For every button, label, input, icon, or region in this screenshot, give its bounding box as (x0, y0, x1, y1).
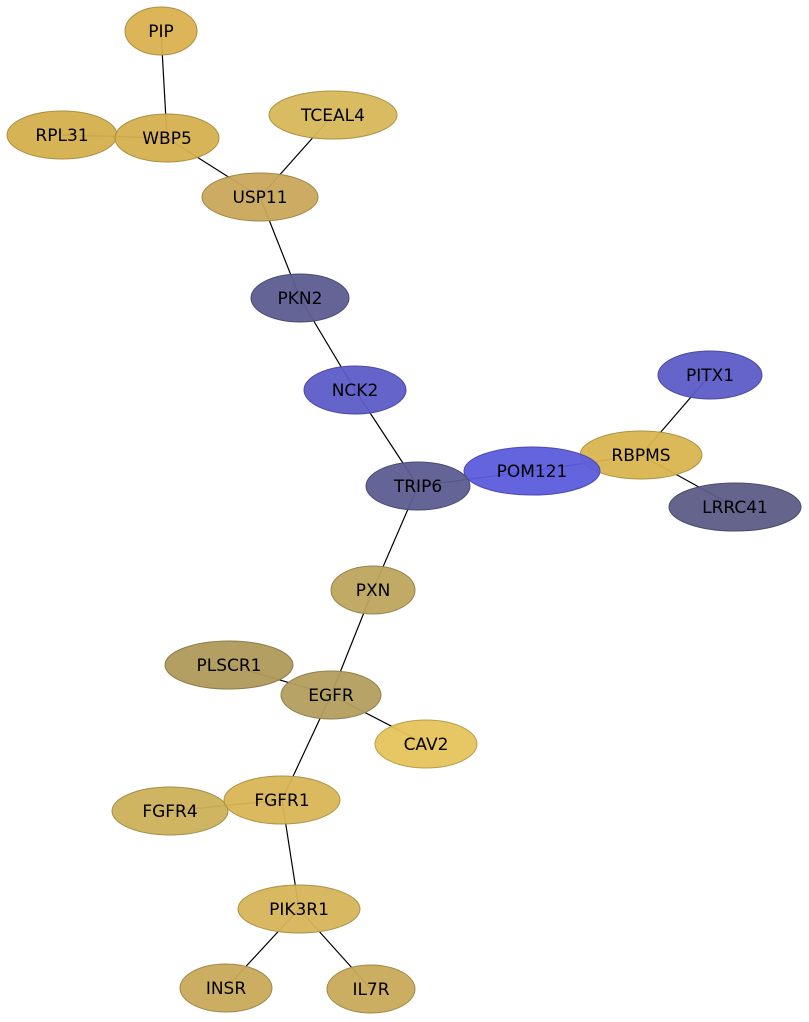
node-rpl31[interactable]: RPL31 (6, 110, 118, 160)
node-shape-pkn2 (250, 273, 350, 323)
node-egfr[interactable]: EGFR (280, 670, 382, 720)
node-shape-pip (124, 6, 198, 56)
node-shape-nck2 (303, 365, 407, 415)
node-label-tceal4: TCEAL4 (300, 106, 365, 126)
node-shape-tceal4 (268, 90, 398, 140)
node-label-pip: PIP (148, 22, 174, 42)
node-shape-pitx1 (657, 350, 763, 400)
node-shape-plscr1 (164, 640, 294, 690)
node-label-pxn: PXN (356, 581, 391, 601)
node-label-fgfr4: FGFR4 (142, 802, 197, 822)
node-label-pom121: POM121 (497, 462, 568, 482)
node-label-nck2: NCK2 (332, 381, 379, 401)
node-insr[interactable]: INSR (179, 963, 273, 1013)
node-label-plscr1: PLSCR1 (196, 656, 261, 676)
node-pip[interactable]: PIP (124, 6, 198, 56)
node-label-lrrc41: LRRC41 (702, 498, 768, 518)
node-label-trip6: TRIP6 (393, 477, 442, 497)
node-lrrc41[interactable]: LRRC41 (668, 482, 802, 532)
node-label-egfr: EGFR (308, 686, 354, 706)
node-label-rpl31: RPL31 (35, 126, 88, 146)
node-cav2[interactable]: CAV2 (374, 719, 478, 769)
node-shape-lrrc41 (668, 482, 802, 532)
edges-layer (61, 30, 736, 990)
node-label-wbp5: WBP5 (142, 129, 192, 149)
node-tceal4[interactable]: TCEAL4 (268, 90, 398, 140)
node-label-cav2: CAV2 (404, 735, 449, 755)
node-pom121[interactable]: POM121 (463, 446, 601, 496)
node-trip6[interactable]: TRIP6 (365, 461, 471, 511)
node-shape-fgfr4 (111, 786, 229, 836)
node-plscr1[interactable]: PLSCR1 (164, 640, 294, 690)
node-label-pitx1: PITX1 (686, 366, 734, 386)
node-label-pkn2: PKN2 (278, 289, 323, 309)
node-shape-trip6 (365, 461, 471, 511)
node-rbpms[interactable]: RBPMS (579, 430, 703, 480)
node-shape-il7r (326, 964, 416, 1014)
node-shape-egfr (280, 670, 382, 720)
node-il7r[interactable]: IL7R (326, 964, 416, 1014)
node-usp11[interactable]: USP11 (201, 172, 319, 222)
node-fgfr4[interactable]: FGFR4 (111, 786, 229, 836)
node-fgfr1[interactable]: FGFR1 (223, 775, 341, 825)
node-pik3r1[interactable]: PIK3R1 (237, 884, 361, 934)
node-shape-pik3r1 (237, 884, 361, 934)
node-label-usp11: USP11 (232, 188, 287, 208)
node-pkn2[interactable]: PKN2 (250, 273, 350, 323)
node-shape-cav2 (374, 719, 478, 769)
node-shape-pxn (330, 565, 416, 615)
node-label-insr: INSR (206, 979, 247, 999)
node-nck2[interactable]: NCK2 (303, 365, 407, 415)
node-wbp5[interactable]: WBP5 (114, 113, 220, 163)
node-shape-pom121 (463, 446, 601, 496)
node-shape-wbp5 (114, 113, 220, 163)
node-shape-fgfr1 (223, 775, 341, 825)
node-label-pik3r1: PIK3R1 (269, 900, 329, 920)
node-label-il7r: IL7R (352, 980, 389, 1000)
node-label-fgfr1: FGFR1 (254, 791, 309, 811)
node-label-rbpms: RBPMS (611, 446, 670, 466)
node-shape-usp11 (201, 172, 319, 222)
node-pitx1[interactable]: PITX1 (657, 350, 763, 400)
node-shape-insr (179, 963, 273, 1013)
node-pxn[interactable]: PXN (330, 565, 416, 615)
